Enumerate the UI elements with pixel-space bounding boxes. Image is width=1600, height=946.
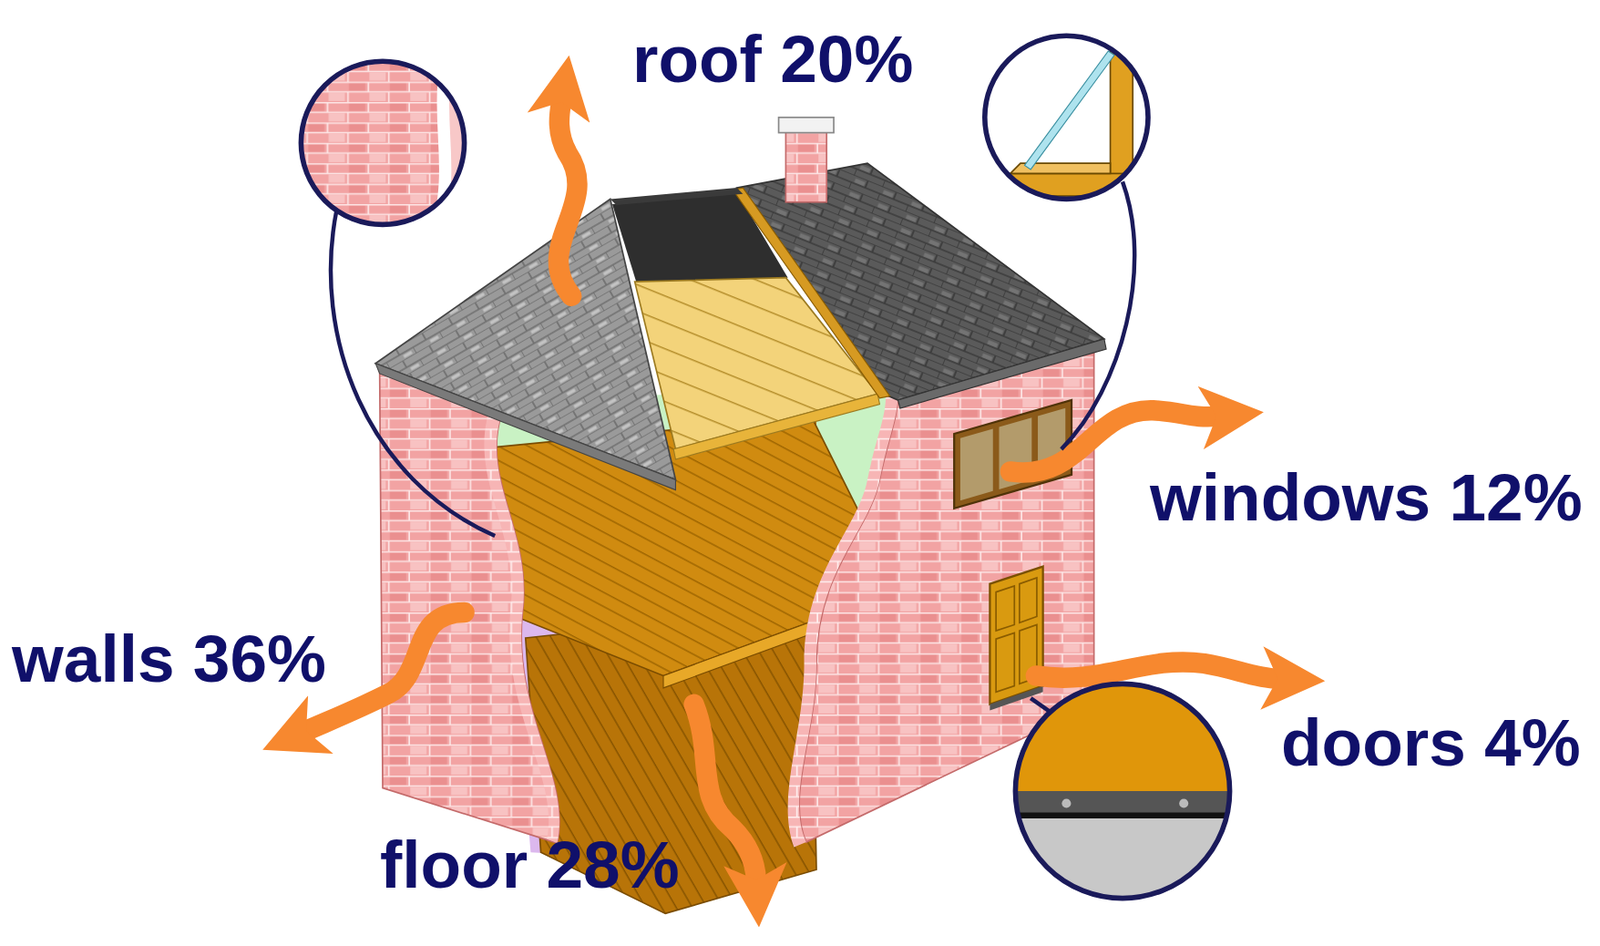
- heat-loss-label: windows 12%: [1149, 463, 1583, 531]
- window: [960, 429, 994, 502]
- window-frame-callout: [984, 35, 1149, 199]
- label-slot: doors 4%: [1281, 708, 1581, 776]
- label-slot: floor 28%: [379, 830, 680, 898]
- door: [1019, 577, 1037, 623]
- heat-loss-label: floor 28%: [379, 830, 680, 898]
- house-drawing: [296, 30, 1278, 914]
- roof: [732, 187, 890, 399]
- roof: [375, 163, 1107, 490]
- brick-walls: [788, 392, 899, 847]
- chimney: [779, 117, 834, 203]
- door-seal-callout: [1015, 683, 1230, 898]
- chimney: [785, 130, 827, 202]
- heat-arrow: [1035, 661, 1278, 678]
- door-seal-callout: [1010, 678, 1235, 791]
- roof: [898, 338, 1107, 409]
- heat-loss-label: roof 20%: [632, 25, 913, 93]
- heat-arrow: [558, 102, 578, 297]
- heat-arrow: [306, 612, 465, 731]
- door: [989, 566, 1043, 711]
- wall-cavity-callout: [330, 209, 495, 536]
- label-slot: walls 36%: [11, 625, 327, 692]
- door-seal-callout: [1061, 798, 1071, 808]
- heat-loss-label: walls 36%: [11, 625, 327, 692]
- door: [995, 632, 1015, 692]
- door-seal-callout: [1010, 678, 1235, 911]
- door-seal-callout: [1010, 678, 1235, 911]
- door-seal-callout: [1010, 812, 1235, 820]
- door: [989, 686, 1043, 711]
- window-frame-callout: [1110, 30, 1144, 42]
- roof: [610, 187, 744, 206]
- wall-cavity-callout: [296, 56, 495, 536]
- heat-arrow: [694, 704, 757, 881]
- door-seal-callout: [1179, 798, 1189, 808]
- window: [953, 400, 1072, 509]
- window-frame-callout: [984, 35, 1149, 199]
- chimney: [779, 117, 834, 134]
- heat-loss-label: doors 4%: [1281, 708, 1581, 776]
- window-frame-callout: [1024, 51, 1115, 170]
- door: [995, 585, 1015, 631]
- label-slot: roof 20%: [632, 25, 913, 93]
- window-frame-callout: [1061, 181, 1135, 449]
- wall-cavity-callout: [296, 56, 468, 236]
- roof: [375, 363, 676, 491]
- brick-walls: [483, 408, 560, 843]
- wall-cavity-callout: [300, 61, 464, 225]
- wall-cavity-callout: [296, 56, 442, 236]
- window: [953, 400, 1072, 509]
- roof: [673, 393, 880, 460]
- heat-arrows: [306, 102, 1278, 880]
- window-frame-callout: [984, 30, 1149, 450]
- label-slot: windows 12%: [1149, 463, 1583, 531]
